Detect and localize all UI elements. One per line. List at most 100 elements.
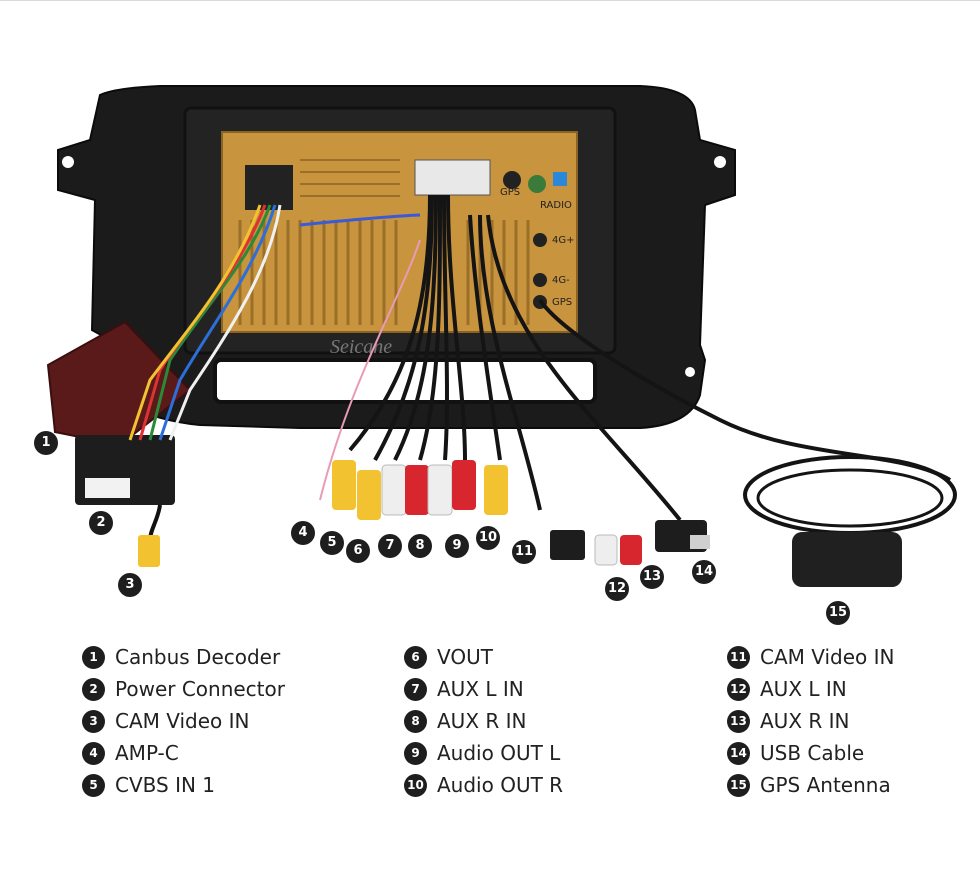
legend-number: 1 <box>82 645 105 669</box>
board-vents <box>300 159 400 197</box>
radio-port <box>528 175 546 193</box>
marker-4: 4 <box>291 521 315 545</box>
gps-port-label: GPS <box>500 187 520 198</box>
legend-label: CVBS IN 1 <box>115 773 216 797</box>
legend-number: 5 <box>82 773 105 797</box>
rca-plug-8 <box>405 465 429 515</box>
legend-item: 3 CAM Video IN <box>82 705 285 737</box>
rca-plug-13 <box>620 535 642 565</box>
legend-number: 8 <box>404 709 427 733</box>
legend-number: 10 <box>404 773 427 797</box>
legend-column-3: 11 CAM Video IN 12 AUX L IN 13 AUX R IN 14 U… <box>727 641 895 801</box>
legend-column-1: 1 Canbus Decoder 2 Power Connector 3 CAM Vi… <box>82 641 285 801</box>
gps-lower-label: GPS <box>552 297 572 308</box>
gps-cable-loop <box>743 455 957 535</box>
rca-plug-7 <box>381 464 407 516</box>
legend-number: 4 <box>82 741 105 765</box>
marker-3: 3 <box>118 573 142 597</box>
rca-plug-6 <box>357 470 381 520</box>
legend-column-2: 6 VOUT 7 AUX L IN 8 AUX R IN 9 Audio OUT L 1… <box>404 641 563 801</box>
legend-label: VOUT <box>437 645 493 669</box>
harness-socket <box>245 165 293 210</box>
top-divider <box>0 0 980 1</box>
gold-board <box>221 131 578 333</box>
marker-1: 1 <box>34 431 58 455</box>
legend-item: 11 CAM Video IN <box>727 641 895 673</box>
marker-15: 15 <box>826 601 850 625</box>
marker-6: 6 <box>346 539 370 563</box>
blue-port <box>553 172 567 186</box>
legend-item: 15 GPS Antenna <box>727 769 895 801</box>
marker-7: 7 <box>378 534 402 558</box>
wire-bundle <box>128 204 421 441</box>
small-connector <box>550 530 585 560</box>
legend-label: Audio OUT L <box>437 741 561 765</box>
power-connector-label <box>85 478 130 498</box>
legend-number: 14 <box>727 741 750 765</box>
legend-label: CAM Video IN <box>760 645 895 669</box>
center-cables <box>348 194 952 522</box>
marker-9: 9 <box>445 534 469 558</box>
legend-number: 2 <box>82 677 105 701</box>
cam-cable <box>148 504 162 541</box>
4g-plus-port <box>533 233 547 247</box>
legend-label: AUX L IN <box>760 677 847 701</box>
legend-label: AUX L IN <box>437 677 524 701</box>
legend-item: 4 AMP-C <box>82 737 285 769</box>
legend-number: 11 <box>727 645 750 669</box>
marker-5: 5 <box>320 531 344 555</box>
legend-number: 12 <box>727 677 750 701</box>
marker-12: 12 <box>605 577 629 601</box>
legend-number: 3 <box>82 709 105 733</box>
mount-hole-right <box>714 156 726 168</box>
legend-label: AMP-C <box>115 741 179 765</box>
legend-number: 7 <box>404 677 427 701</box>
legend-item: 2 Power Connector <box>82 673 285 705</box>
legend-label: Power Connector <box>115 677 285 701</box>
legend-number: 9 <box>404 741 427 765</box>
gps-antenna <box>792 532 902 587</box>
legend-label: AUX R IN <box>437 709 527 733</box>
rca-plug-10 <box>452 460 476 510</box>
legend-item: 10 Audio OUT R <box>404 769 563 801</box>
marker-14: 14 <box>692 560 716 584</box>
marker-13: 13 <box>640 565 664 589</box>
marker-11: 11 <box>512 540 536 564</box>
legend-number: 13 <box>727 709 750 733</box>
watermark: Seicane <box>330 336 392 358</box>
legend-item: 13 AUX R IN <box>727 705 895 737</box>
legend-item: 7 AUX L IN <box>404 673 563 705</box>
gps-port <box>503 171 521 189</box>
marker-8: 8 <box>408 534 432 558</box>
legend-label: CAM Video IN <box>115 709 250 733</box>
rca-plug-5 <box>332 460 356 510</box>
legend-label: Canbus Decoder <box>115 645 281 669</box>
radio-port-label: RADIO <box>540 200 572 211</box>
cam-rca-yellow <box>138 535 160 567</box>
rca-plug-11 <box>484 465 508 515</box>
mount-hole-right-low <box>685 367 695 377</box>
4g-minus-port <box>533 273 547 287</box>
legend-label: Audio OUT R <box>437 773 564 797</box>
rca-plug-9 <box>427 464 453 516</box>
gps-cable-loop-inner <box>756 468 944 528</box>
4g-minus-label: 4G- <box>552 275 570 286</box>
legend-label: GPS Antenna <box>760 773 891 797</box>
legend-number: 6 <box>404 645 427 669</box>
legend-label: AUX R IN <box>760 709 850 733</box>
amp-c-wire <box>319 239 421 501</box>
marker-10: 10 <box>476 526 500 550</box>
rca-plug-12 <box>594 534 618 566</box>
mount-hole-left <box>62 156 74 168</box>
legend-item: 14 USB Cable <box>727 737 895 769</box>
marker-2: 2 <box>89 511 113 535</box>
legend-item: 9 Audio OUT L <box>404 737 563 769</box>
legend-item: 8 AUX R IN <box>404 705 563 737</box>
legend-number: 15 <box>727 773 750 797</box>
legend-label: USB Cable <box>760 741 865 765</box>
legend-item: 6 VOUT <box>404 641 563 673</box>
rca-plugs <box>332 460 642 566</box>
4g-plus-label: 4G+ <box>552 235 575 246</box>
legend-item: 5 CVBS IN 1 <box>82 769 285 801</box>
